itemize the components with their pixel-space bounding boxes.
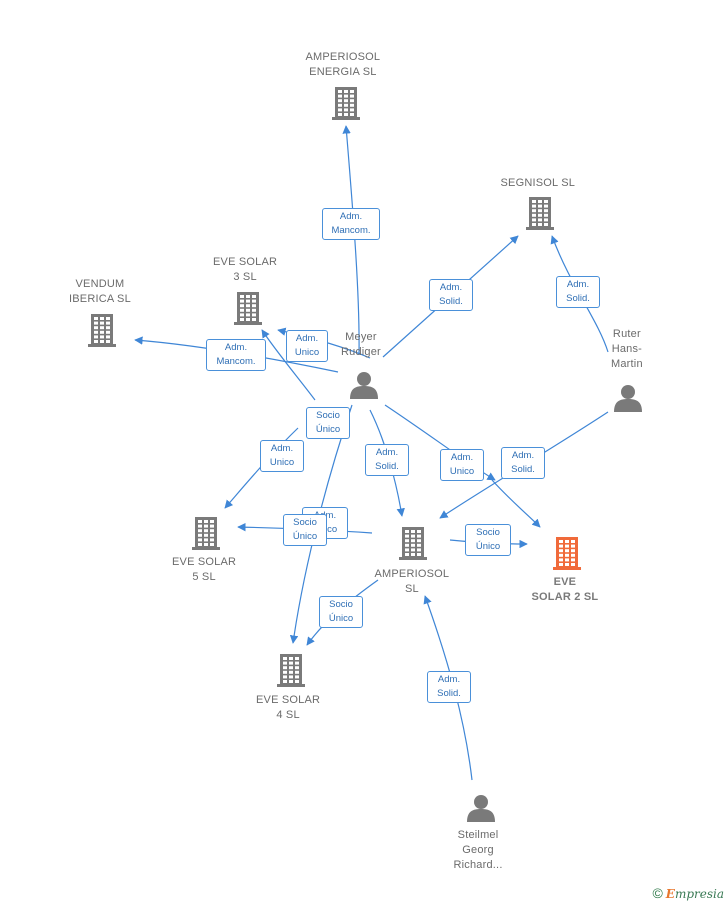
- edge-label-box[interactable]: Adm. Solid.: [427, 671, 471, 703]
- edge-label-box[interactable]: Adm. Solid.: [365, 444, 409, 476]
- node-label-eve-solar-2[interactable]: EVE SOLAR 2 SL: [532, 575, 599, 605]
- edge-label-line: Único: [475, 541, 501, 552]
- edge-label-line: Adm.: [375, 447, 399, 458]
- node-label-line: 4 SL: [276, 709, 300, 721]
- node-label-eve-solar-3[interactable]: EVE SOLAR 3 SL: [213, 255, 277, 285]
- edge-label-line: Solid.: [566, 293, 590, 304]
- empresia-logo: ©Empresia: [652, 885, 724, 901]
- edge-label-line: Solid.: [439, 296, 463, 307]
- node-label-line: IBERICA SL: [69, 293, 131, 305]
- edge-label-box[interactable]: Adm. Unico: [440, 449, 484, 481]
- node-label-line: Rudiger: [341, 346, 381, 358]
- edge-label-line: Unico: [449, 466, 475, 477]
- building-icon[interactable]: [88, 314, 116, 347]
- node-label-line: AMPERIOSOL: [374, 568, 450, 580]
- edge-label-line: Único: [315, 424, 341, 435]
- edge-line: [342, 125, 360, 356]
- building-icon[interactable]: [234, 292, 262, 325]
- person-icon[interactable]: [350, 372, 378, 399]
- edge-line: [224, 427, 299, 509]
- edge-label-line: Adm.: [566, 279, 590, 290]
- building-icon[interactable]: [192, 517, 220, 550]
- edge-label-line: Adm.: [295, 333, 319, 344]
- node-label-eve-solar-4[interactable]: EVE SOLAR 4 SL: [256, 693, 320, 723]
- edge-label-line: Adm.: [224, 342, 248, 353]
- node-icons: [88, 87, 642, 822]
- node-label-line: 5 SL: [192, 571, 216, 583]
- node-label-amperiosol[interactable]: AMPERIOSOL SL: [375, 567, 450, 597]
- edge-label-box[interactable]: Adm. Solid.: [556, 276, 600, 308]
- edge-label-line: Único: [292, 531, 318, 542]
- edge-label-line: Socio: [476, 527, 500, 538]
- edge-label-line: Unico: [294, 347, 320, 358]
- edge-label-box[interactable]: Adm. Mancom.: [322, 208, 380, 240]
- node-label-line: Hans-: [611, 343, 643, 355]
- edge-label-line: Mancom.: [331, 225, 371, 236]
- building-icon[interactable]: [526, 197, 554, 230]
- node-label-line: 3 SL: [233, 271, 257, 283]
- edge-line: [384, 404, 496, 481]
- edge-label-box[interactable]: Adm. Solid.: [429, 279, 473, 311]
- edge-line: [261, 329, 316, 401]
- edge-label-line: Adm.: [511, 450, 535, 461]
- node-label-line: SOLAR 2 SL: [531, 591, 599, 603]
- edge-label-line: Solid.: [511, 464, 535, 475]
- edge-label-line: Unico: [269, 457, 295, 468]
- node-label-segnisol[interactable]: SEGNISOL SL: [501, 176, 576, 191]
- person-icon[interactable]: [467, 795, 495, 822]
- edge-label-line: Único: [328, 613, 354, 624]
- edge-label-line: Solid.: [375, 461, 399, 472]
- node-label-line: Richard...: [453, 859, 503, 871]
- edge-label-line: Mancom.: [216, 356, 256, 367]
- node-label-line: EVE: [553, 576, 577, 588]
- building-icon[interactable]: [399, 527, 427, 560]
- copyright-icon: ©: [652, 885, 663, 901]
- edge-label-line: Socio: [293, 517, 317, 528]
- node-label-line: AMPERIOSOL: [305, 51, 381, 63]
- edge-label-line: Adm.: [339, 211, 363, 222]
- edge-label-line: Socio: [316, 410, 340, 421]
- edge-label-line: Adm.: [270, 443, 294, 454]
- building-icon[interactable]: [277, 654, 305, 687]
- edge-label-line: Adm.: [437, 674, 461, 685]
- edge-label-box[interactable]: Adm. Solid.: [501, 447, 545, 479]
- node-label-line: EVE SOLAR: [256, 694, 321, 706]
- edge-label-line: Socio: [329, 599, 353, 610]
- node-label-line: VENDUM: [75, 278, 125, 290]
- node-label-line: EVE SOLAR: [213, 256, 278, 268]
- person-icon[interactable]: [614, 385, 642, 412]
- node-label-vendum-iberica[interactable]: VENDUM IBERICA SL: [69, 277, 131, 307]
- edge-label-line: Adm.: [439, 282, 463, 293]
- edge-line: [491, 479, 541, 528]
- node-label-line: Georg: [462, 844, 494, 856]
- node-label-line: Steilmel: [457, 829, 499, 841]
- node-label-line: Meyer: [345, 331, 377, 343]
- building-icon[interactable]: [332, 87, 360, 120]
- node-label-eve-solar-5[interactable]: EVE SOLAR 5 SL: [172, 555, 236, 585]
- edge-label-box[interactable]: Adm. Mancom.: [206, 339, 266, 371]
- node-label-line: SEGNISOL SL: [500, 177, 576, 189]
- node-label-line: Martin: [611, 358, 643, 370]
- edge-label-box[interactable]: Adm. Unico: [260, 440, 304, 472]
- building-icon[interactable]: [553, 537, 581, 570]
- edge-label-line: Solid.: [437, 688, 461, 699]
- node-label-line: ENERGIA SL: [309, 66, 377, 78]
- node-label-line: Ruter: [612, 328, 641, 340]
- node-label-line: EVE SOLAR: [172, 556, 237, 568]
- node-label-line: SL: [404, 583, 419, 595]
- node-label-amperiosol-energia[interactable]: AMPERIOSOL ENERGIA SL: [306, 50, 381, 80]
- edge-label-line: Adm.: [450, 452, 474, 463]
- edge-label-box[interactable]: Adm. Unico: [286, 330, 328, 362]
